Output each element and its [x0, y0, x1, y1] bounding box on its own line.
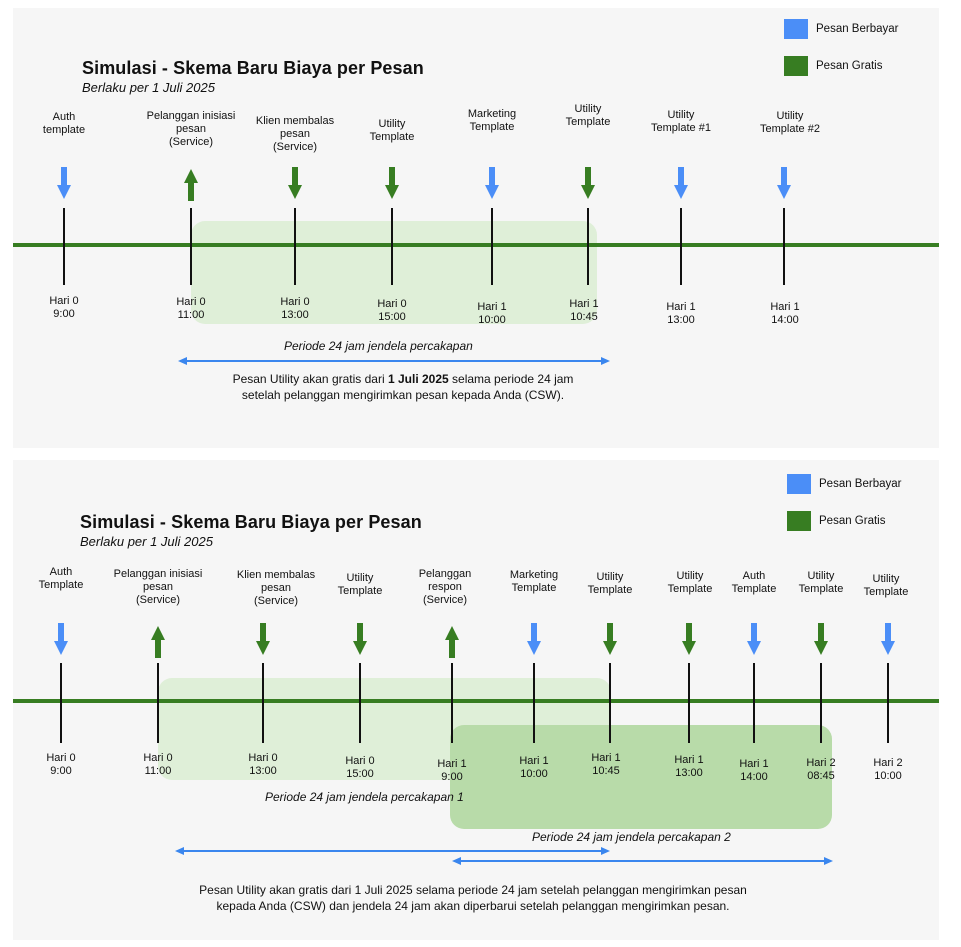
- time-label: Hari 0 15:00: [345, 755, 375, 780]
- footnote-text: Pesan Utility akan gratis dari 1 Juli 20…: [199, 883, 747, 897]
- arrow-down-icon: [57, 167, 71, 199]
- legend-label-free: Pesan Gratis: [819, 515, 886, 527]
- event-label: Utility Template: [369, 118, 415, 143]
- time-label: Hari 0 13:00: [248, 752, 278, 777]
- timeline-diagram-2: [13, 623, 939, 865]
- page-title: Simulasi - Skema Baru Biaya per Pesan: [82, 58, 424, 78]
- arrow-down-icon: [747, 623, 761, 655]
- simulation-panel-2: Simulasi - Skema Baru Biaya per Pesan Be…: [13, 460, 939, 940]
- arrow-up-icon: [445, 626, 459, 658]
- window-label: Periode 24 jam jendela percakapan 2: [532, 830, 731, 844]
- event-label: Pelanggan inisiasi pesan (Service): [146, 110, 236, 148]
- event-label: Klien membalas pesan (Service): [255, 115, 335, 153]
- time-label: Hari 1 9:00: [437, 758, 467, 783]
- simulation-panel-1: Simulasi - Skema Baru Biaya per Pesan Be…: [13, 8, 939, 448]
- time-label: Hari 1 10:45: [591, 752, 621, 777]
- event-label: Utility Template #1: [651, 109, 711, 134]
- arrow-down-icon: [881, 623, 895, 655]
- event-label: Marketing Template: [467, 108, 517, 133]
- arrow-down-icon: [777, 167, 791, 199]
- footnote: Pesan Utility akan gratis dari 1 Juli 20…: [83, 882, 863, 914]
- arrowhead-left-icon: [452, 857, 461, 865]
- arrow-up-icon: [151, 626, 165, 658]
- arrow-down-icon: [527, 623, 541, 655]
- page-subtitle: Berlaku per 1 Juli 2025: [80, 534, 213, 549]
- arrow-down-icon: [581, 167, 595, 199]
- arrow-down-icon: [353, 623, 367, 655]
- time-label: Hari 0 13:00: [280, 296, 310, 321]
- legend-swatch-paid: [787, 474, 811, 494]
- time-label: Hari 1 10:45: [569, 298, 599, 323]
- footnote-text: kepada Anda (CSW) dan jendela 24 jam aka…: [216, 899, 730, 913]
- arrow-down-icon: [54, 623, 68, 655]
- legend-swatch-paid: [784, 19, 808, 39]
- timeline-diagram-1: [13, 167, 939, 365]
- time-label: Hari 1 14:00: [770, 301, 800, 326]
- time-label: Hari 0 15:00: [377, 298, 407, 323]
- arrow-down-icon: [256, 623, 270, 655]
- time-label: Hari 1 13:00: [666, 301, 696, 326]
- legend-swatch-free: [787, 511, 811, 531]
- arrowhead-right-icon: [601, 847, 610, 855]
- event-label: Utility Template #2: [760, 110, 820, 135]
- arrow-down-icon: [603, 623, 617, 655]
- event-label: Pelanggan inisiasi pesan (Service): [113, 568, 203, 606]
- event-label: Utility Template: [667, 570, 713, 595]
- event-label: Utility Template: [565, 103, 611, 128]
- arrowhead-right-icon: [601, 357, 610, 365]
- page-subtitle: Berlaku per 1 Juli 2025: [82, 80, 215, 95]
- arrow-up-icon: [184, 169, 198, 201]
- time-label: Hari 0 11:00: [176, 296, 206, 321]
- arrow-down-icon: [485, 167, 499, 199]
- time-label: Hari 1 10:00: [477, 301, 507, 326]
- event-label: Utility Template: [587, 571, 633, 596]
- footnote-text: selama periode 24 jam: [448, 372, 574, 386]
- page-title: Simulasi - Skema Baru Biaya per Pesan: [80, 512, 422, 532]
- footnote: Pesan Utility akan gratis dari 1 Juli 20…: [133, 371, 673, 403]
- time-label: Hari 1 10:00: [519, 755, 549, 780]
- arrowhead-right-icon: [824, 857, 833, 865]
- time-label: Hari 2 08:45: [806, 757, 836, 782]
- event-label: Utility Template: [337, 572, 383, 597]
- event-label: Utility Template: [863, 573, 909, 598]
- event-label: Auth template: [42, 111, 86, 136]
- conversation-window-2: [450, 725, 832, 829]
- event-label: Marketing Template: [509, 569, 559, 594]
- arrow-down-icon: [814, 623, 828, 655]
- event-label: Auth Template: [731, 570, 777, 595]
- event-label: Utility Template: [798, 570, 844, 595]
- legend-label-paid: Pesan Berbayar: [819, 478, 902, 490]
- window-label: Periode 24 jam jendela percakapan 1: [265, 790, 464, 804]
- event-label: Pelanggan respon (Service): [418, 568, 472, 606]
- footnote-date: 1 Juli 2025: [387, 372, 449, 386]
- time-label: Hari 0 9:00: [46, 752, 76, 777]
- time-label: Hari 1 13:00: [674, 754, 704, 779]
- footnote-text: Pesan Utility akan gratis dari: [232, 372, 388, 386]
- arrow-down-icon: [385, 167, 399, 199]
- legend-swatch-free: [784, 56, 808, 76]
- event-label: Klien membalas pesan (Service): [236, 569, 316, 607]
- window-label: Periode 24 jam jendela percakapan: [284, 339, 473, 353]
- time-label: Hari 1 14:00: [739, 758, 769, 783]
- event-label: Auth Template: [38, 566, 84, 591]
- legend-label-free: Pesan Gratis: [816, 60, 883, 72]
- legend-label-paid: Pesan Berbayar: [816, 23, 899, 35]
- time-label: Hari 0 11:00: [143, 752, 173, 777]
- arrow-down-icon: [288, 167, 302, 199]
- arrowhead-left-icon: [175, 847, 184, 855]
- arrow-down-icon: [682, 623, 696, 655]
- arrowhead-left-icon: [178, 357, 187, 365]
- arrow-down-icon: [674, 167, 688, 199]
- time-label: Hari 2 10:00: [873, 757, 903, 782]
- footnote-text: setelah pelanggan mengirimkan pesan kepa…: [241, 388, 565, 402]
- time-label: Hari 0 9:00: [49, 295, 79, 320]
